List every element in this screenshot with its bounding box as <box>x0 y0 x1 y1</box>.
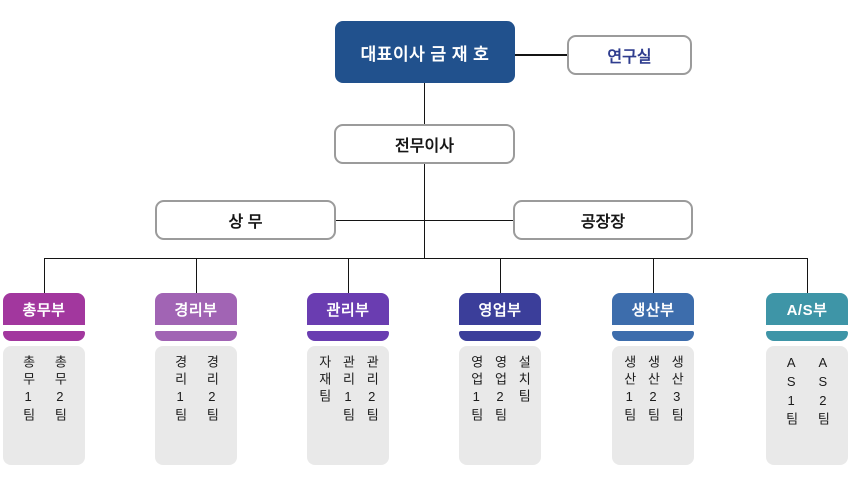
connector-drop-6 <box>806 258 808 293</box>
department-header-strip <box>612 331 694 341</box>
connector-ceo-exec <box>423 83 425 124</box>
team-label: 설치팀 <box>516 355 532 406</box>
research-lab-box[interactable]: 연구실 <box>567 35 692 75</box>
managing-director-box[interactable]: 상 무 <box>155 200 336 240</box>
connector-exec-down <box>423 164 425 258</box>
connector-drop-1 <box>43 258 45 293</box>
department-column: 경리부 경리1팀 경리2팀 <box>155 293 237 465</box>
department-header-box[interactable]: 관리부 <box>307 293 389 325</box>
plant-manager-label: 공장장 <box>580 214 626 231</box>
team-label: 관리2팀 <box>364 355 380 425</box>
connector-msd-plant <box>336 219 513 221</box>
department-header-strip <box>307 331 389 341</box>
connector-drop-5 <box>652 258 654 293</box>
ceo-box[interactable]: 대표이사 금 재 호 <box>335 21 515 83</box>
team-label: 경리1팀 <box>172 355 188 425</box>
department-header-strip <box>459 331 541 341</box>
department-name: A/S부 <box>786 301 828 319</box>
department-name: 경리부 <box>174 301 218 319</box>
department-header-strip <box>3 331 85 341</box>
department-name: 총무부 <box>22 301 66 319</box>
department-teams-panel: 총무1팀 총무2팀 <box>3 346 85 465</box>
department-header-strip <box>766 331 848 341</box>
connector-drop-3 <box>347 258 349 293</box>
department-teams-panel: AS1팀 AS2팀 <box>766 346 848 465</box>
department-teams-panel: 자재팀 관리1팀 관리2팀 <box>307 346 389 465</box>
department-header-strip <box>155 331 237 341</box>
department-name: 관리부 <box>326 301 370 319</box>
connector-drop-4 <box>499 258 501 293</box>
managing-director-label: 상 무 <box>228 214 263 231</box>
connector-drop-2 <box>195 258 197 293</box>
department-header-box[interactable]: 영업부 <box>459 293 541 325</box>
ceo-label: 대표이사 금 재 호 <box>360 44 490 64</box>
department-name: 생산부 <box>631 301 675 319</box>
team-label: 영업2팀 <box>492 355 508 425</box>
team-label: 경리2팀 <box>204 355 220 425</box>
team-label: AS1팀 <box>783 355 799 429</box>
team-label: 총무2팀 <box>52 355 68 425</box>
department-column: 총무부 총무1팀 총무2팀 <box>3 293 85 465</box>
connector-ceo-research <box>515 54 567 56</box>
executive-director-label: 전무이사 <box>395 138 454 155</box>
connector-departments-rail <box>44 257 808 259</box>
department-header-box[interactable]: 총무부 <box>3 293 85 325</box>
team-label: 생산3팀 <box>669 355 685 425</box>
executive-director-box[interactable]: 전무이사 <box>334 124 515 164</box>
department-column: A/S부 AS1팀 AS2팀 <box>766 293 848 465</box>
department-teams-panel: 경리1팀 경리2팀 <box>155 346 237 465</box>
team-label: AS2팀 <box>815 355 831 429</box>
department-teams-panel: 생산1팀 생산2팀 생산3팀 <box>612 346 694 465</box>
team-label: 관리1팀 <box>340 355 356 425</box>
department-header-box[interactable]: A/S부 <box>766 293 848 325</box>
department-name: 영업부 <box>478 301 522 319</box>
team-label: 생산2팀 <box>645 355 661 425</box>
department-header-box[interactable]: 경리부 <box>155 293 237 325</box>
department-column: 관리부 자재팀 관리1팀 관리2팀 <box>307 293 389 465</box>
research-lab-label: 연구실 <box>607 49 652 66</box>
department-header-box[interactable]: 생산부 <box>612 293 694 325</box>
department-teams-panel: 영업1팀 영업2팀 설치팀 <box>459 346 541 465</box>
department-column: 생산부 생산1팀 생산2팀 생산3팀 <box>612 293 694 465</box>
team-label: 생산1팀 <box>621 355 637 425</box>
team-label: 자재팀 <box>316 355 332 406</box>
team-label: 영업1팀 <box>468 355 484 425</box>
department-column: 영업부 영업1팀 영업2팀 설치팀 <box>459 293 541 465</box>
team-label: 총무1팀 <box>20 355 36 425</box>
plant-manager-box[interactable]: 공장장 <box>513 200 693 240</box>
